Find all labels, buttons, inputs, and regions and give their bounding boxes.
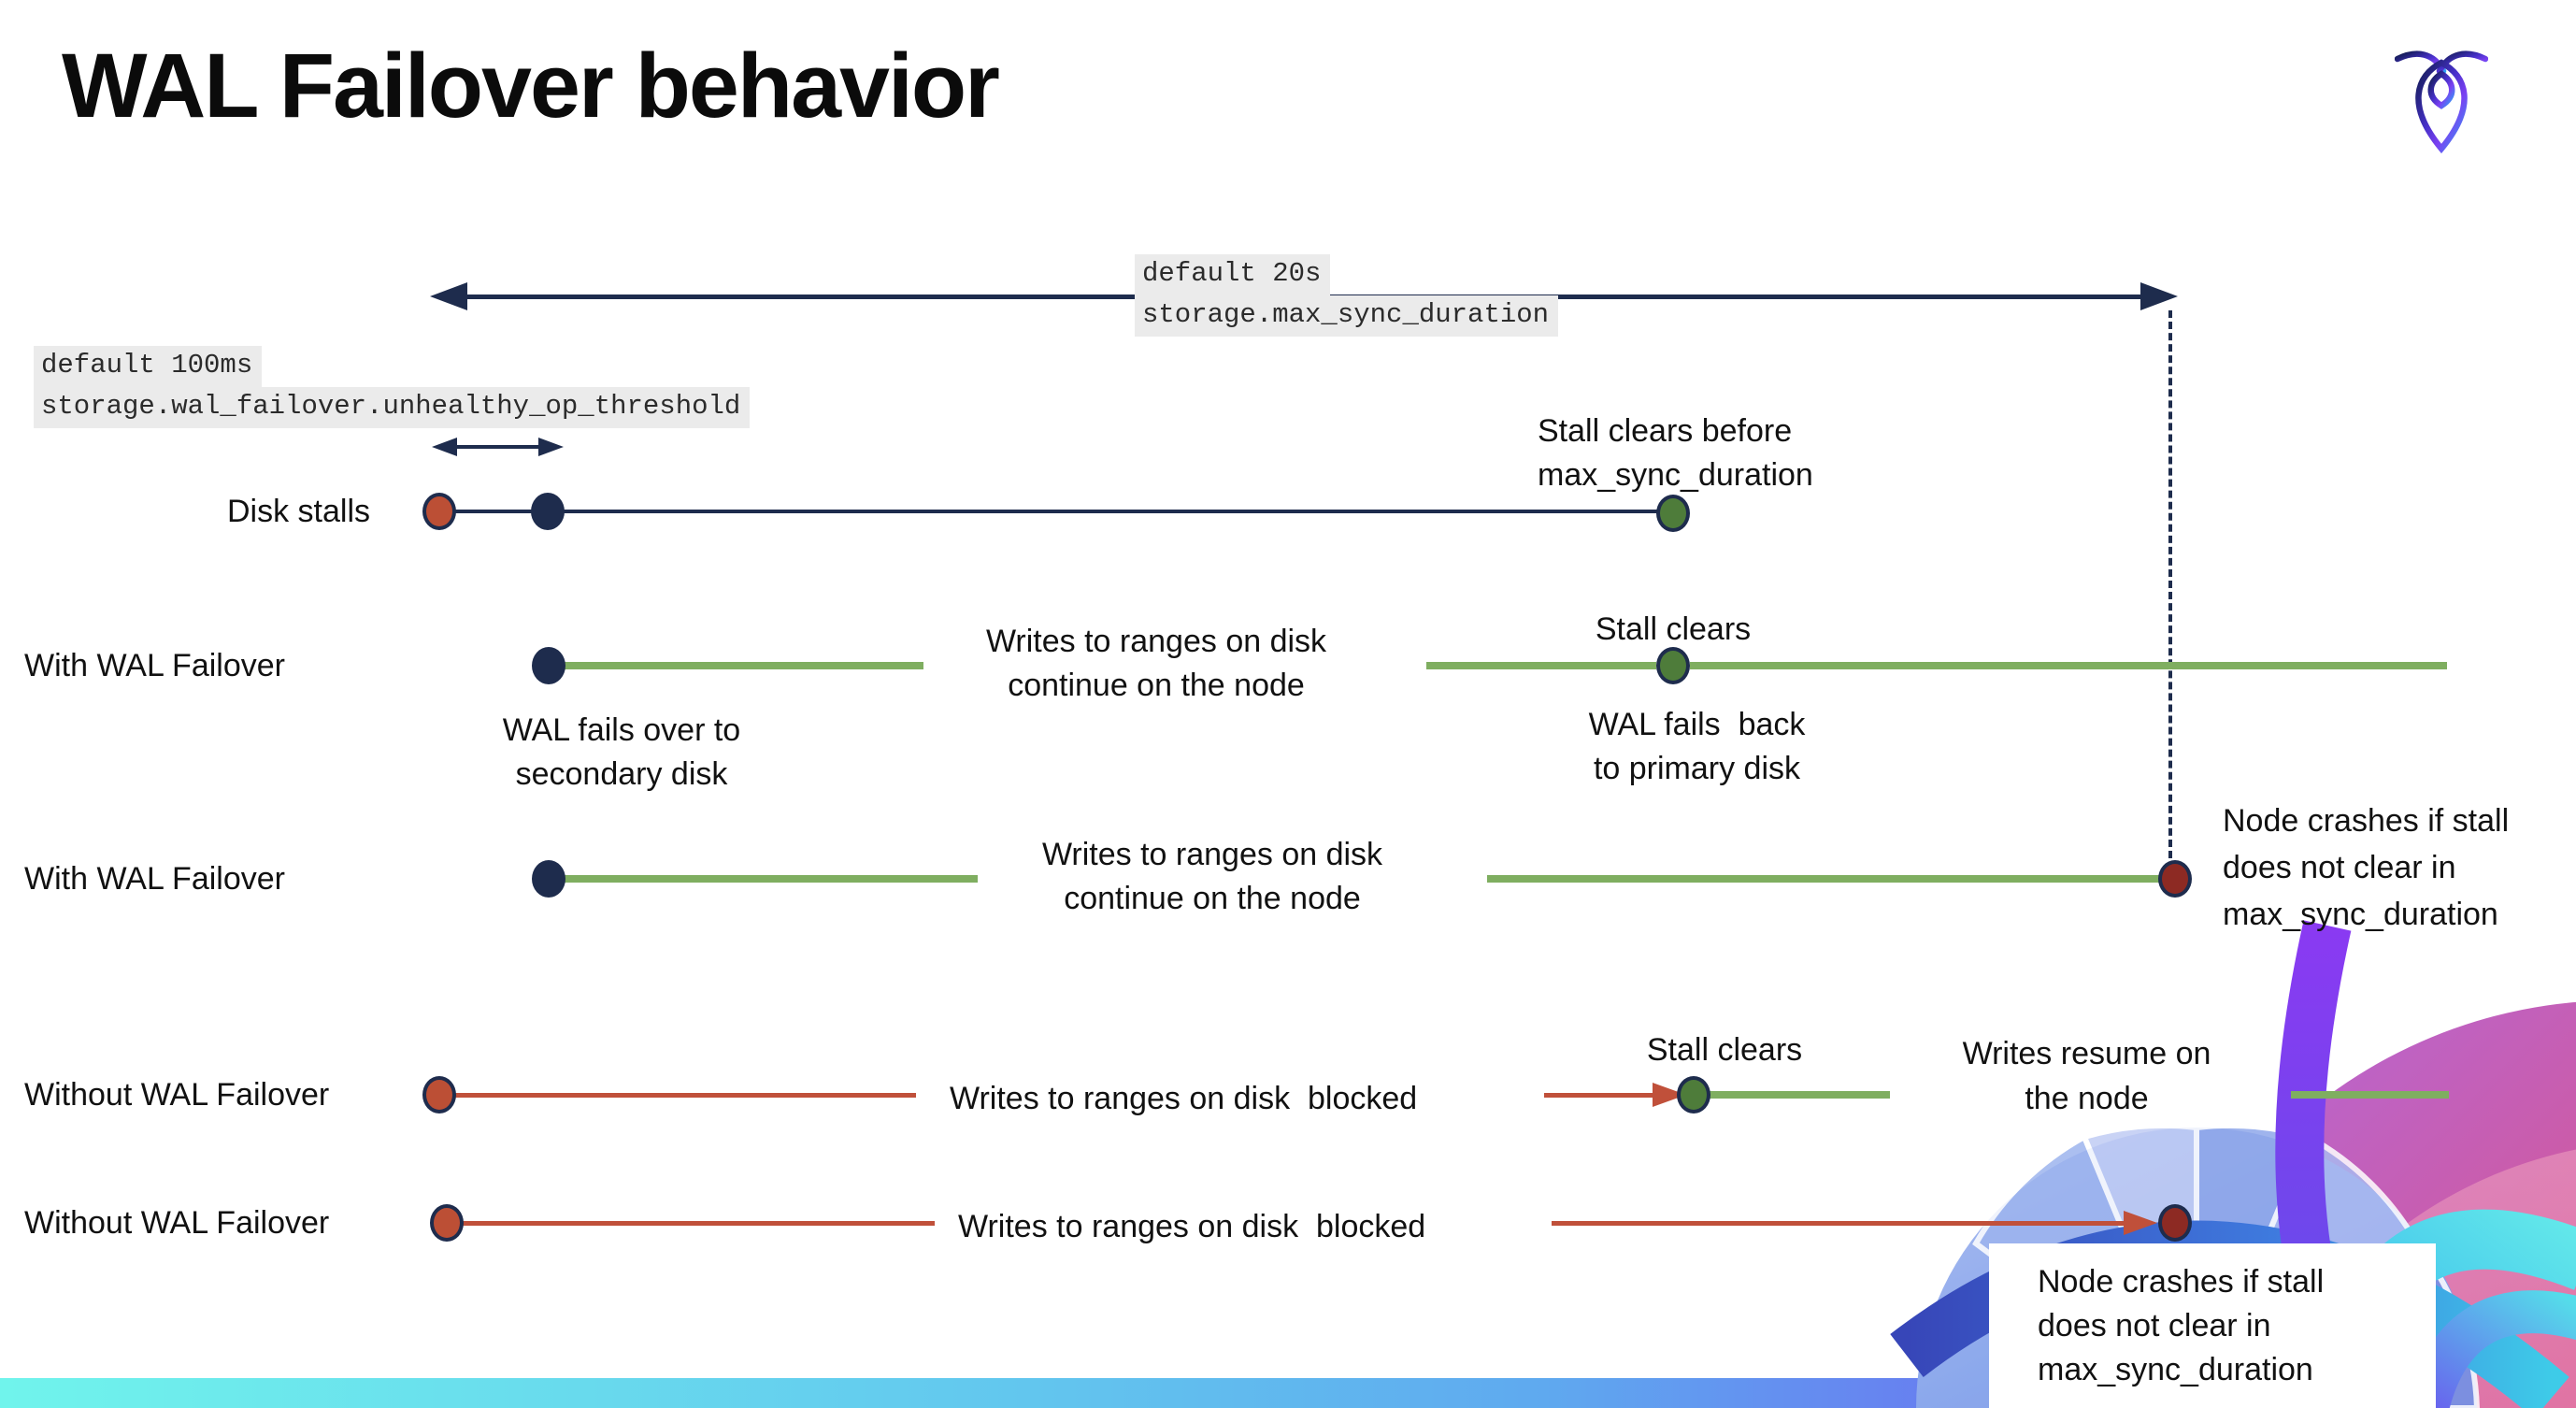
row-label-without-wal-failover-1: Without WAL Failover (24, 1077, 330, 1113)
row-label-disk-stalls: Disk stalls (227, 494, 371, 529)
node-crashes-callout: Node crashes if stall does not clear in … (1989, 1243, 2436, 1408)
unhealthy-op-threshold-label: default 100ms storage.wal_failover.unhea… (34, 346, 751, 428)
writes-blocked-line (454, 1093, 916, 1098)
arrowhead-left-icon (430, 282, 467, 310)
threshold-arrow-line (449, 445, 546, 449)
writes-resume-line (2291, 1091, 2449, 1099)
writes-continue-line (1426, 662, 1656, 669)
stall-clears-dot (1656, 647, 1690, 684)
writes-resume-line (1707, 1091, 1890, 1099)
cockroachdb-logo-icon (2395, 50, 2488, 154)
writes-continue-line (561, 875, 978, 883)
threshold-dot (531, 493, 565, 530)
writes-blocked-line (1544, 1093, 1656, 1098)
writes-continue-line (1487, 875, 2160, 883)
unhealthy-op-threshold-default: default 100ms (34, 346, 263, 387)
failover-dot (532, 647, 565, 684)
threshold-arrowhead-left-icon (432, 438, 457, 456)
max-sync-duration-default: default 20s (1135, 254, 1331, 295)
row-label-without-wal-failover-2: Without WAL Failover (24, 1205, 330, 1241)
row-label-with-wal-failover-2: With WAL Failover (24, 861, 285, 897)
writes-continue-line (1690, 662, 2447, 669)
node-crash-dot (2158, 860, 2192, 898)
wal-fails-back-note: WAL fails back to primary disk (1588, 707, 1806, 786)
failover-dot (532, 860, 565, 898)
max-sync-duration-label: default 20s storage.max_sync_duration (1135, 254, 1559, 337)
writes-blocked-line (1552, 1221, 2124, 1226)
page-title: WAL Failover behavior (62, 35, 1000, 136)
red-arrowhead-icon (2124, 1211, 2157, 1235)
max-sync-duration-setting: storage.max_sync_duration (1135, 295, 1559, 337)
wal-fails-over-note: WAL fails over to secondary disk (502, 712, 741, 792)
node-crashes-note: Node crashes if stall does not clear in … (2038, 1264, 2325, 1387)
writes-blocked-note: Writes to ranges on disk blocked (958, 1209, 1426, 1244)
writes-blocked-note: Writes to ranges on disk blocked (950, 1081, 1418, 1116)
stall-start-dot (430, 1204, 464, 1242)
max-sync-boundary-dashed-line (2168, 310, 2172, 858)
disk-stall-timeline (439, 510, 1673, 513)
stall-clears-dot (1677, 1076, 1710, 1113)
node-crash-dot (2158, 1204, 2192, 1242)
stall-start-dot (422, 1076, 456, 1113)
writes-continue-note: Writes to ranges on disk continue on the… (985, 624, 1327, 703)
writes-resume-note: Writes resume on the node (1962, 1036, 2211, 1116)
arrowhead-right-icon (2140, 282, 2178, 310)
stall-clears-note: Stall clears (1646, 1032, 1803, 1068)
writes-blocked-line (460, 1221, 935, 1226)
writes-continue-line (561, 662, 923, 669)
stall-clears-note: Stall clears (1595, 611, 1752, 647)
unhealthy-op-threshold-setting: storage.wal_failover.unhealthy_op_thresh… (34, 387, 751, 428)
stall-clears-before-note: Stall clears before max_sync_duration (1538, 413, 1813, 493)
writes-continue-note: Writes to ranges on disk continue on the… (1041, 837, 1383, 916)
threshold-arrowhead-right-icon (538, 438, 564, 456)
node-crashes-note: Node crashes if stall does not clear in … (2223, 803, 2510, 932)
row-label-with-wal-failover-1: With WAL Failover (24, 648, 285, 683)
stall-clears-dot (1656, 495, 1690, 532)
stall-start-dot (422, 493, 456, 530)
